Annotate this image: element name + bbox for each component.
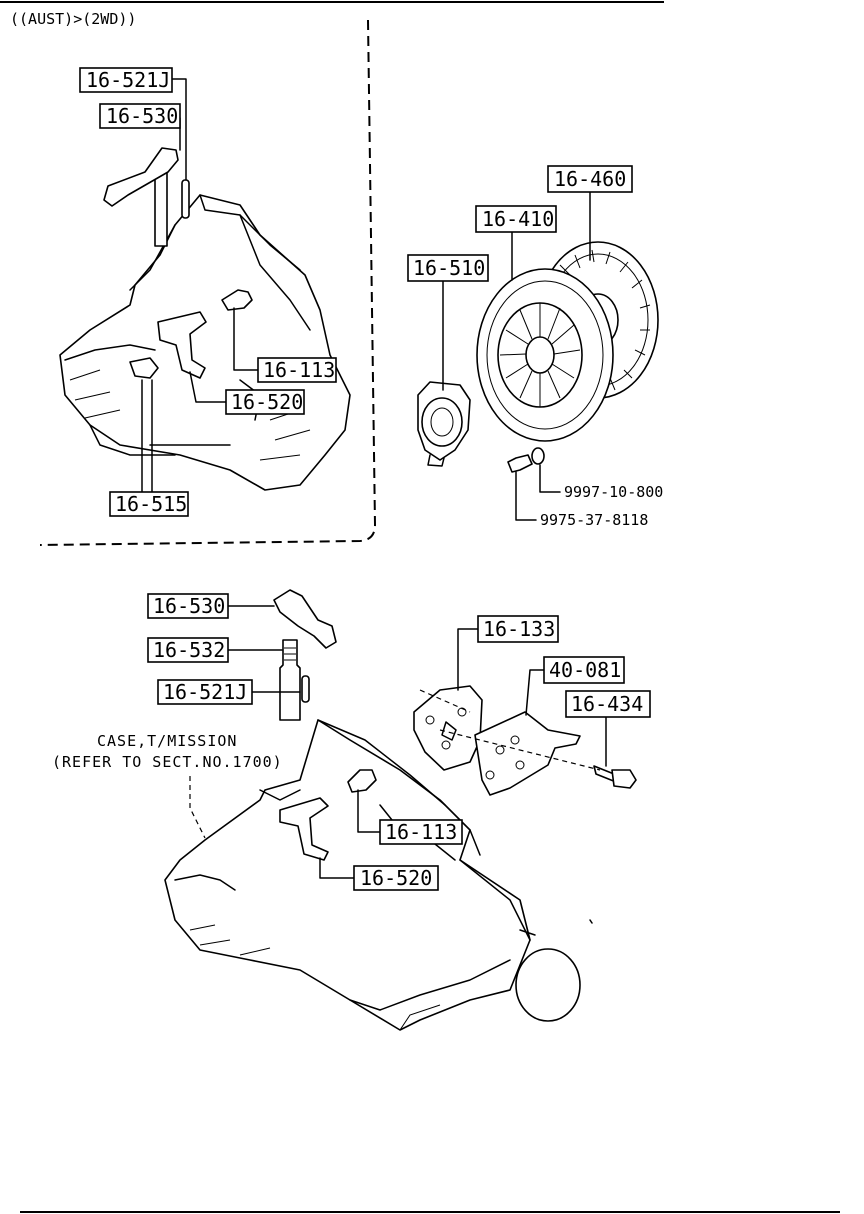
callout-16-532-lower: 16-532 [147, 637, 229, 663]
lower-transmission-case [164, 719, 593, 1031]
variant-label: ((AUST)>(2WD)) [10, 10, 136, 28]
washer [531, 447, 545, 465]
leader-16-133 [457, 628, 479, 691]
pivot-bolt [221, 289, 253, 311]
callout-16-530-upper: 16-530 [99, 103, 181, 129]
svg-text:16-530: 16-530 [153, 594, 225, 618]
lower-release-lever [273, 589, 337, 649]
callout-16-515-upper: 16-515 [109, 491, 189, 517]
transmission-case-icon [59, 194, 351, 491]
lower-shaft [279, 639, 301, 721]
inset-boundary [39, 19, 377, 546]
leader-16-515 [141, 379, 153, 493]
case-note-line-2: (REFER TO SECT.NO.1700) [52, 753, 283, 771]
fork-clip [129, 357, 159, 379]
svg-text:16-434: 16-434 [571, 692, 643, 716]
lower-pin [301, 675, 310, 703]
svg-text:16-530: 16-530 [106, 104, 178, 128]
callout-40-081: 40-081 [543, 656, 625, 684]
callout-16-434: 16-434 [565, 690, 651, 718]
release-bearing-icon [417, 381, 471, 467]
callout-16-530-lower: 16-530 [147, 593, 229, 619]
release-bearing [417, 381, 471, 467]
svg-text:16-113: 16-113 [385, 820, 457, 844]
clutch-cover-icon [476, 268, 614, 442]
callout-16-113-upper: 16-113 [257, 357, 337, 383]
cover-bolt [507, 447, 545, 473]
leader-16-113-lower [357, 789, 381, 833]
callout-16-113-lower: 16-113 [379, 819, 463, 845]
callout-16-133: 16-133 [477, 615, 559, 643]
svg-text:16-520: 16-520 [360, 866, 432, 890]
pin-16-521j [181, 179, 190, 219]
bolt-icon [507, 447, 545, 473]
bracket-icon [413, 685, 483, 771]
leader-9975-37-8118 [515, 471, 537, 521]
lower-pivot-bolt [347, 769, 377, 793]
svg-text:16-460: 16-460 [554, 167, 626, 191]
leader-40-081 [525, 669, 545, 716]
svg-text:16-113: 16-113 [263, 358, 335, 382]
svg-text:16-521J: 16-521J [86, 68, 170, 92]
svg-text:40-081: 40-081 [549, 658, 621, 682]
leader-16-521j [171, 78, 187, 181]
leader-9997-10-800 [539, 464, 561, 493]
svg-text:16-410: 16-410 [482, 207, 554, 231]
bolt-16-434 [593, 765, 637, 789]
release-lever [103, 147, 179, 207]
lower-release-fork [279, 797, 329, 861]
bracket-16-133 [413, 685, 483, 771]
svg-text:16-515: 16-515 [115, 492, 187, 516]
shift-shaft [154, 167, 168, 247]
leader-16-520-lower [319, 857, 355, 879]
leader-16-113 [233, 307, 259, 371]
release-fork [157, 311, 207, 379]
leader-case-note [189, 776, 206, 839]
svg-text:16-521J: 16-521J [163, 680, 247, 704]
transmission-case-icon [164, 719, 593, 1031]
callout-16-521j-lower: 16-521J [157, 679, 253, 705]
bolt-icon [593, 765, 637, 789]
leader-16-520 [189, 371, 227, 403]
svg-text:16-133: 16-133 [483, 617, 555, 641]
callout-16-520-upper: 16-520 [225, 389, 305, 415]
callout-16-410: 16-410 [475, 205, 557, 233]
upper-transmission-case [59, 147, 351, 491]
svg-text:16-532: 16-532 [153, 638, 225, 662]
plate-40-081 [474, 711, 581, 796]
clutch-cover [476, 268, 614, 442]
svg-text:16-510: 16-510 [413, 256, 485, 280]
case-note-line-1: CASE,T/MISSION [97, 732, 237, 750]
callout-16-520-lower: 16-520 [353, 865, 439, 891]
svg-text:16-520: 16-520 [231, 390, 303, 414]
part-9975-37-8118: 9975-37-8118 [540, 511, 648, 529]
callout-16-510: 16-510 [407, 254, 489, 282]
callout-16-460: 16-460 [547, 165, 633, 193]
callout-16-521j-upper: 16-521J [79, 67, 173, 93]
part-9997-10-800: 9997-10-800 [564, 483, 663, 501]
